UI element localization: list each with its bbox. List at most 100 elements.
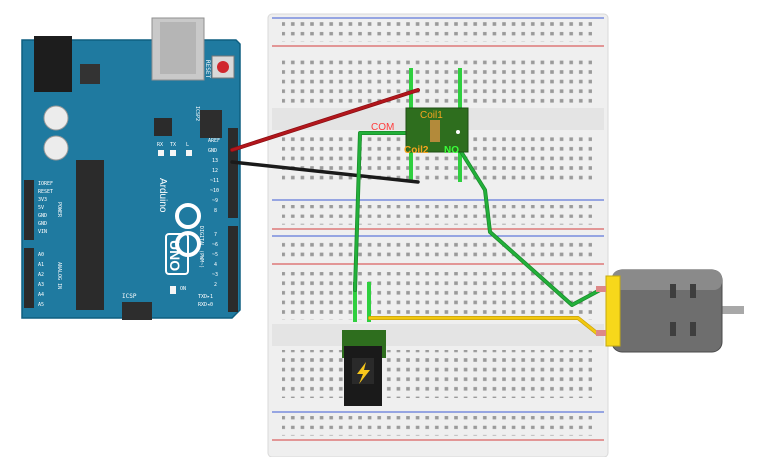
dc-motor — [596, 269, 744, 353]
rail-holes-bottom-2 — [282, 426, 592, 436]
capacitor-2 — [43, 135, 69, 161]
l-label: L — [186, 142, 189, 148]
motor-vent-3 — [670, 322, 676, 336]
wire-red-highlight — [230, 88, 420, 152]
usb-connector-inner — [160, 22, 196, 74]
uno-badge — [165, 233, 189, 275]
analog-pin-labels: A0 A1 A2 A3 A4 A5 — [38, 252, 44, 308]
rail-holes-mid-3 — [282, 240, 592, 250]
digital-header-bottom — [228, 226, 238, 312]
led-l — [186, 150, 192, 156]
motor-shaft — [718, 306, 744, 314]
motor-vent-4 — [690, 322, 696, 336]
power-pin-labels: IOREF RESET 3V3 5V GND GND VIN — [38, 181, 53, 235]
pin-label-a2: A2 — [38, 272, 44, 278]
wires — [230, 88, 602, 336]
dc-power-jack — [342, 330, 386, 406]
holes-lower-b — [282, 350, 592, 398]
pin-label-aref: AREF — [208, 138, 220, 144]
digital-label: DIGITAL (PWM~) — [198, 226, 204, 268]
on-label: ON — [180, 286, 186, 292]
pin-label-vin: VIN — [38, 229, 47, 235]
arduino-brand-text: Arduino — [157, 178, 168, 213]
pin-label-a3: A3 — [38, 282, 44, 288]
reset-button-cap[interactable] — [217, 61, 229, 73]
pin-label-a5: A5 — [38, 302, 44, 308]
arduino-uno-board: RESET ICSP2 TX RX L Arduino UNO ON ICSP — [21, 17, 241, 320]
motor-terminal-bottom — [596, 330, 606, 336]
atmega-chip — [76, 160, 104, 310]
wire-yellow-hl — [368, 316, 600, 336]
rail-holes-bottom-1 — [282, 416, 592, 426]
motor-vent-2 — [690, 284, 696, 298]
uno-model-text: UNO — [167, 240, 183, 271]
relay-coil-body — [430, 120, 440, 142]
rail-holes-mid-2 — [282, 215, 592, 225]
pin-label-gnd-b: GND — [38, 221, 47, 227]
center-channel-lower — [272, 324, 604, 346]
power-header — [24, 180, 34, 240]
pin-label-6: ~6 — [212, 242, 218, 248]
power-label: POWER — [56, 202, 62, 218]
pin-label-5: ~5 — [212, 252, 218, 258]
relay-coil2-label: Coil2 — [404, 145, 429, 156]
wire-green-com-hl — [353, 131, 413, 292]
pin-label-12: 12 — [212, 168, 218, 174]
icsp2-label: ICSP2 — [194, 106, 200, 121]
tx-label: TX — [170, 142, 176, 148]
analog-header — [24, 248, 34, 308]
pin-label-ioref: IOREF — [38, 181, 53, 187]
led-tx — [170, 150, 176, 156]
pin-label-reset: RESET — [38, 189, 53, 195]
wire-black — [230, 160, 420, 184]
wire-green-no-hl — [458, 148, 602, 307]
relay-switch-contact — [456, 130, 460, 134]
pin-label-2: 2 — [214, 282, 217, 288]
pin-label-10: ~10 — [210, 188, 219, 194]
relay-module: Coil1 Coil2 NO COM — [371, 107, 469, 156]
led-rx — [158, 150, 164, 156]
txd-label: TXD▸1 — [198, 294, 213, 300]
reset-label: RESET — [204, 60, 211, 78]
pin-label-8: 8 — [214, 208, 217, 214]
led-on — [170, 286, 176, 294]
motor-body-shade — [612, 270, 722, 290]
rxd-label: RXD◂0 — [198, 302, 213, 308]
motor-end-cap — [605, 275, 621, 347]
holes-upper-a — [282, 56, 592, 104]
motor-terminal-top — [596, 286, 606, 292]
analog-label: ANALOG IN — [56, 262, 62, 289]
icsp-label: ICSP — [122, 293, 137, 300]
highlighted-columns — [353, 68, 462, 322]
usb-chip — [154, 118, 172, 136]
relay-coil1-label: Coil1 — [420, 110, 443, 121]
breadboard — [267, 13, 609, 457]
icsp2-header — [200, 110, 222, 138]
pin-label-a1: A1 — [38, 262, 44, 268]
pin-label-7: 7 — [214, 232, 217, 238]
pin-label-gnd: GND — [208, 148, 217, 154]
pin-label-a4: A4 — [38, 292, 44, 298]
pin-label-4: 4 — [214, 262, 217, 268]
voltage-regulator — [80, 64, 100, 84]
pin-label-3: ~3 — [212, 272, 218, 278]
capacitor-1 — [43, 105, 69, 131]
rx-label: RX — [157, 142, 163, 148]
lightning-icon — [357, 362, 370, 384]
motor-vent-1 — [670, 284, 676, 298]
rail-holes-mid-1 — [282, 205, 592, 215]
icsp-header — [122, 302, 152, 320]
pin-label-5v: 5V — [38, 205, 44, 211]
relay-com-label: COM — [371, 122, 394, 133]
pin-label-a0: A0 — [38, 252, 44, 258]
relay-no-label: NO — [444, 145, 459, 156]
bottom-header-pin-labels: 7 ~6 ~5 4 ~3 2 — [212, 232, 218, 288]
pin-label-3v3: 3V3 — [38, 197, 47, 203]
rail-holes-top-2 — [282, 32, 592, 42]
pin-label-11: ~11 — [210, 178, 219, 184]
pin-label-gnd-a: GND — [38, 213, 47, 219]
pin-label-13: 13 — [212, 158, 218, 164]
rail-holes-mid-4 — [282, 250, 592, 260]
top-header-pin-labels: AREF GND 13 12 ~11 ~10 ~9 8 — [208, 138, 220, 214]
dc-barrel-jack — [34, 36, 72, 92]
